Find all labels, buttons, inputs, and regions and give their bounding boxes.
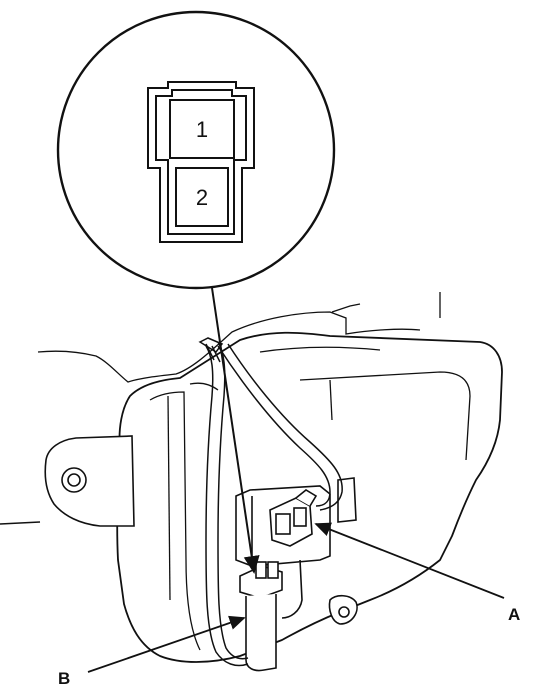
pin-1-cavity [169,99,235,159]
connector-a [269,489,318,547]
callout-b-label: B [58,669,70,688]
mounting-flange-left [0,435,135,527]
pin-2-label: 2 [196,185,208,210]
connector-face [147,81,255,243]
vehicle-body-outline [37,292,441,383]
callout-a-label: A [508,605,520,624]
pin-2-cavity [175,167,229,227]
callout-a-leader [314,522,505,599]
callout-b-leader [87,615,246,673]
pin-1-label: 1 [196,117,208,142]
connector-b [239,561,283,672]
magnifier-leader-line [211,287,260,574]
wire-harness [198,337,343,667]
connector-face-view: 1 2 [56,10,336,290]
tank-ribs [149,346,471,651]
